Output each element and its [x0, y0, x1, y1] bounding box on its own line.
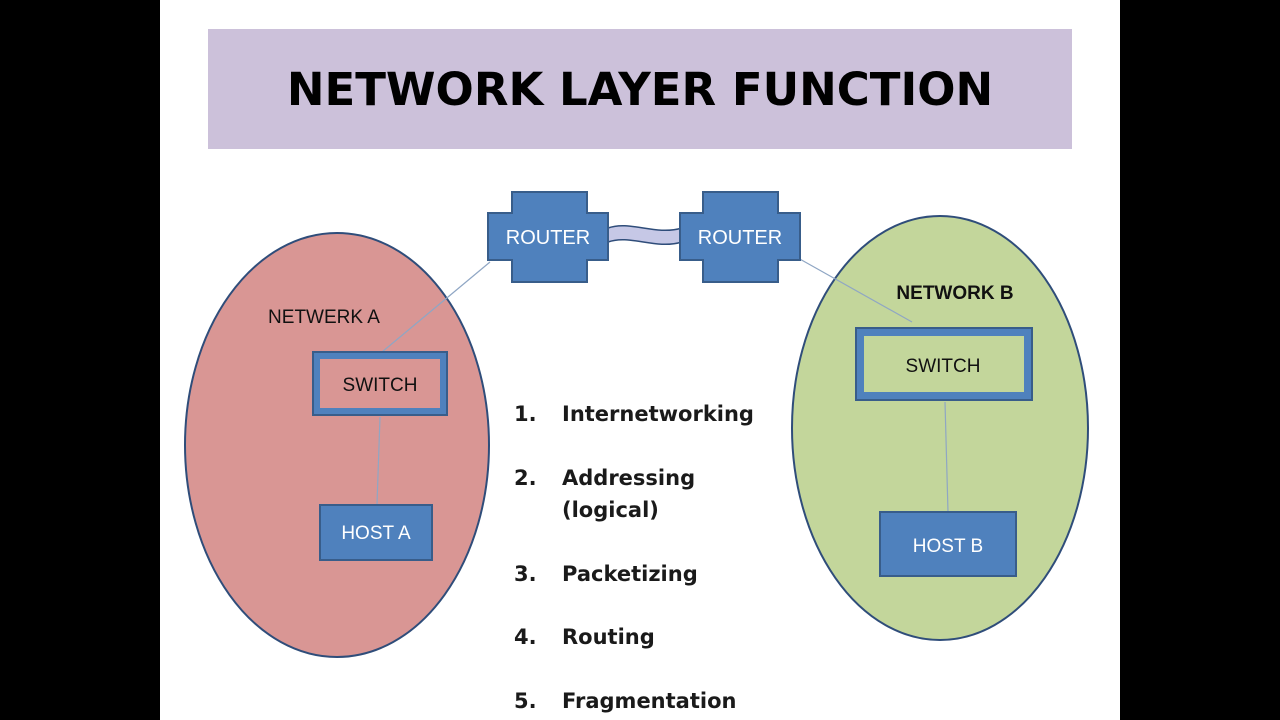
host-a-box — [319, 504, 433, 561]
host-a-label: HOST A — [341, 523, 411, 544]
link-switch-b-host-b — [944, 401, 949, 513]
function-number: 4. — [514, 625, 537, 649]
slide-title: NETWORK LAYER FUNCTION — [286, 62, 994, 116]
function-number: 1. — [514, 402, 537, 426]
switch-b-inner — [864, 336, 1024, 392]
function-text: Addressing (logical) — [562, 466, 696, 522]
network-diagram: ROUTER ROUTER NETWERK A SWITCH HOST A NE… — [184, 191, 1089, 658]
function-text: Routing — [562, 625, 655, 649]
router-1-label: ROUTER — [506, 227, 590, 249]
router-link — [607, 224, 683, 246]
host-b-box — [879, 511, 1017, 577]
title-banner: NETWORK LAYER FUNCTION — [208, 29, 1072, 149]
slide: NETWORK LAYER FUNCTION ROUTER ROUTER NET… — [160, 0, 1120, 720]
switch-a-label: SWITCH — [343, 375, 418, 396]
host-b-label: HOST B — [913, 536, 983, 557]
router-1-shape — [487, 191, 609, 283]
link-router2-switch-b — [797, 257, 913, 323]
router-2-label: ROUTER — [698, 227, 782, 249]
switch-a-inner — [320, 359, 440, 408]
network-a-area — [184, 232, 490, 658]
function-number: 5. — [514, 689, 537, 713]
link-router1-switch-a — [381, 261, 491, 353]
function-text: Fragmentation — [562, 689, 737, 713]
link-switch-a-host-a — [376, 416, 381, 505]
function-text: Internetworking — [562, 402, 754, 426]
router-2-shape — [679, 191, 801, 283]
network-b-label: NETWORK B — [896, 283, 1013, 304]
network-a-label: NETWERK A — [268, 307, 380, 328]
function-number: 3. — [514, 562, 537, 586]
switch-b-label: SWITCH — [906, 356, 981, 377]
function-text: Packetizing — [562, 562, 698, 586]
function-number: 2. — [514, 466, 537, 490]
